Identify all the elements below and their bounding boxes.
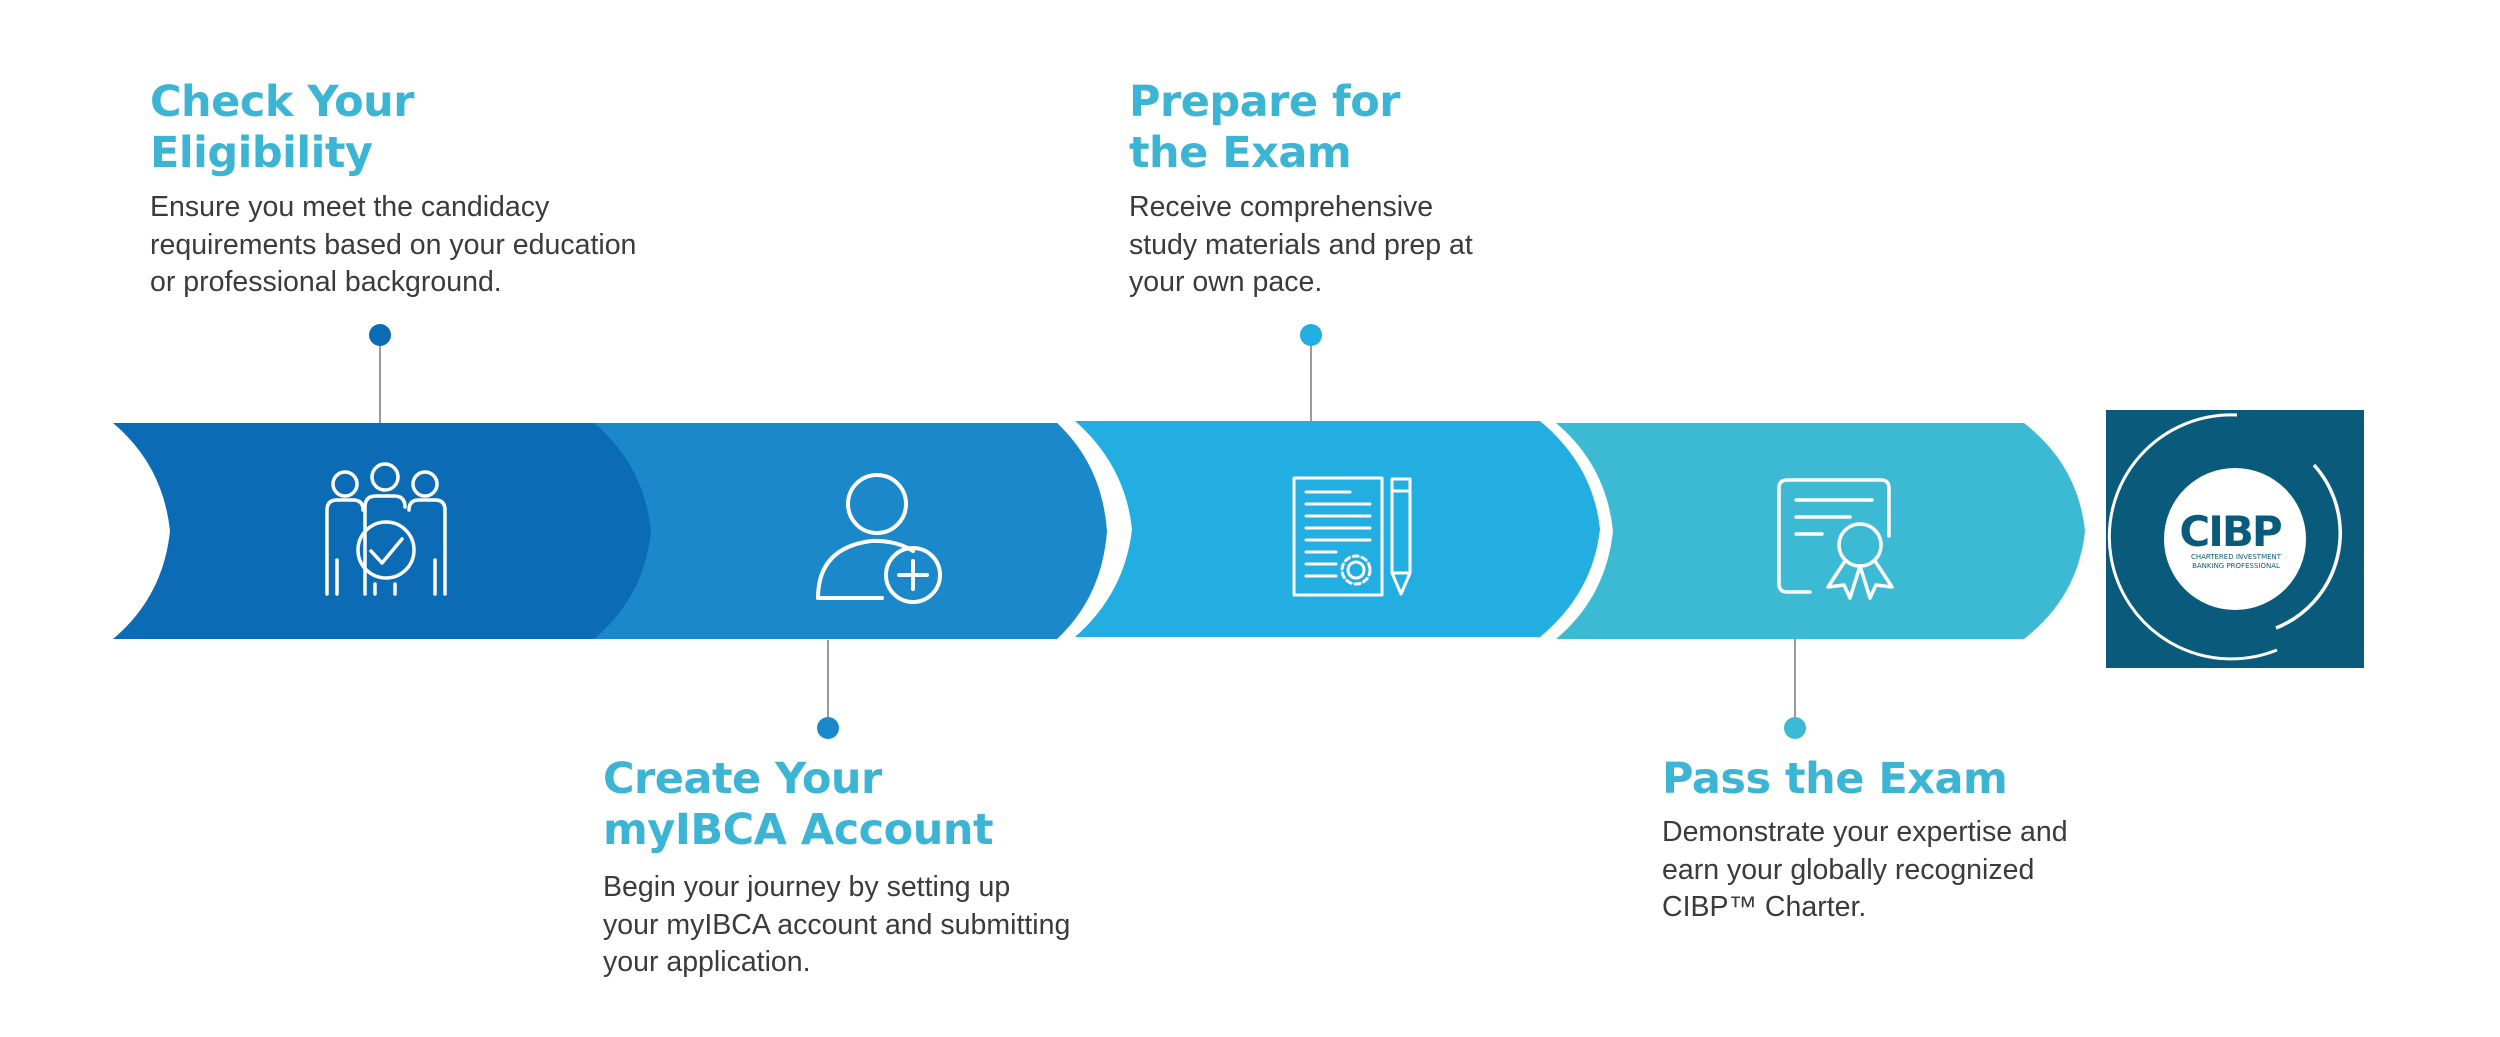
step-4-chevron (1556, 423, 2085, 639)
step-3-description: Receive comprehensive study materials an… (1129, 189, 1473, 302)
step-1-desc-line: requirements based on your education (150, 228, 637, 261)
certificate-icon (1777, 478, 1894, 600)
step-1-desc-line: or professional background. (150, 266, 502, 298)
step-2-chevron (594, 423, 1107, 639)
step-4-desc-line: Demonstrate your expertise and (1662, 816, 2068, 848)
step-1-title-line: Check Your (150, 77, 414, 127)
step-3-desc-line: study materials and prep at (1129, 228, 1473, 261)
step-1-title-line: Eligibility (150, 128, 373, 178)
step-1-chevron (113, 423, 665, 639)
step-1-description: Ensure you meet the candidacy requiremen… (150, 189, 636, 302)
step-1-title: Check Your Eligibility (150, 77, 414, 179)
step-2-desc-line: your myIBCA account and submitting (603, 908, 1071, 941)
step-3-desc-line: Receive comprehensive (1129, 191, 1434, 223)
step-4-desc-line: CIBP™ Charter. (1662, 891, 1867, 923)
step-1-desc-line: Ensure you meet the candidacy (150, 191, 550, 223)
step-4-title: Pass the Exam (1662, 754, 2008, 805)
step-3-desc-line: your own pace. (1129, 266, 1323, 298)
badge-logo-text: CIBP (2179, 507, 2281, 556)
connector-dot-1 (369, 324, 391, 346)
document-pencil-icon (1292, 476, 1412, 597)
team-check-icon (325, 462, 447, 596)
step-2-desc-line: your application. (603, 946, 811, 978)
badge-ring-inner-arc (2275, 463, 2342, 630)
step-2-description: Begin your journey by setting up your my… (603, 869, 1070, 982)
badge-logo-disc (2164, 468, 2306, 610)
badge-logo-subtitle-1: CHARTERED INVESTMENT (2191, 553, 2282, 561)
connector-dot-3 (1300, 324, 1322, 346)
connector-dot-2 (817, 717, 839, 739)
step-3-title-line: Prepare for (1129, 77, 1400, 127)
step-4-title-line: Pass the Exam (1662, 754, 2008, 804)
step-4-desc-line: earn your globally recognized (1662, 853, 2035, 886)
badge-ring-arc (2107, 413, 2278, 661)
step-2-title: Create Your myIBCA Account (603, 754, 994, 856)
add-user-icon (816, 473, 942, 604)
step-4-description: Demonstrate your expertise and earn your… (1662, 814, 2068, 927)
badge-logo-registered: ® (2271, 520, 2281, 531)
step-2-title-line: myIBCA Account (603, 805, 994, 855)
step-2-desc-line: Begin your journey by setting up (603, 871, 1011, 903)
step-2-title-line: Create Your (603, 754, 882, 804)
badge-logo-subtitle-2: BANKING PROFESSIONAL (2192, 562, 2280, 570)
step-3-title-line: the Exam (1129, 128, 1352, 178)
connector-dot-4 (1784, 717, 1806, 739)
step-3-title: Prepare for the Exam (1129, 77, 1400, 179)
